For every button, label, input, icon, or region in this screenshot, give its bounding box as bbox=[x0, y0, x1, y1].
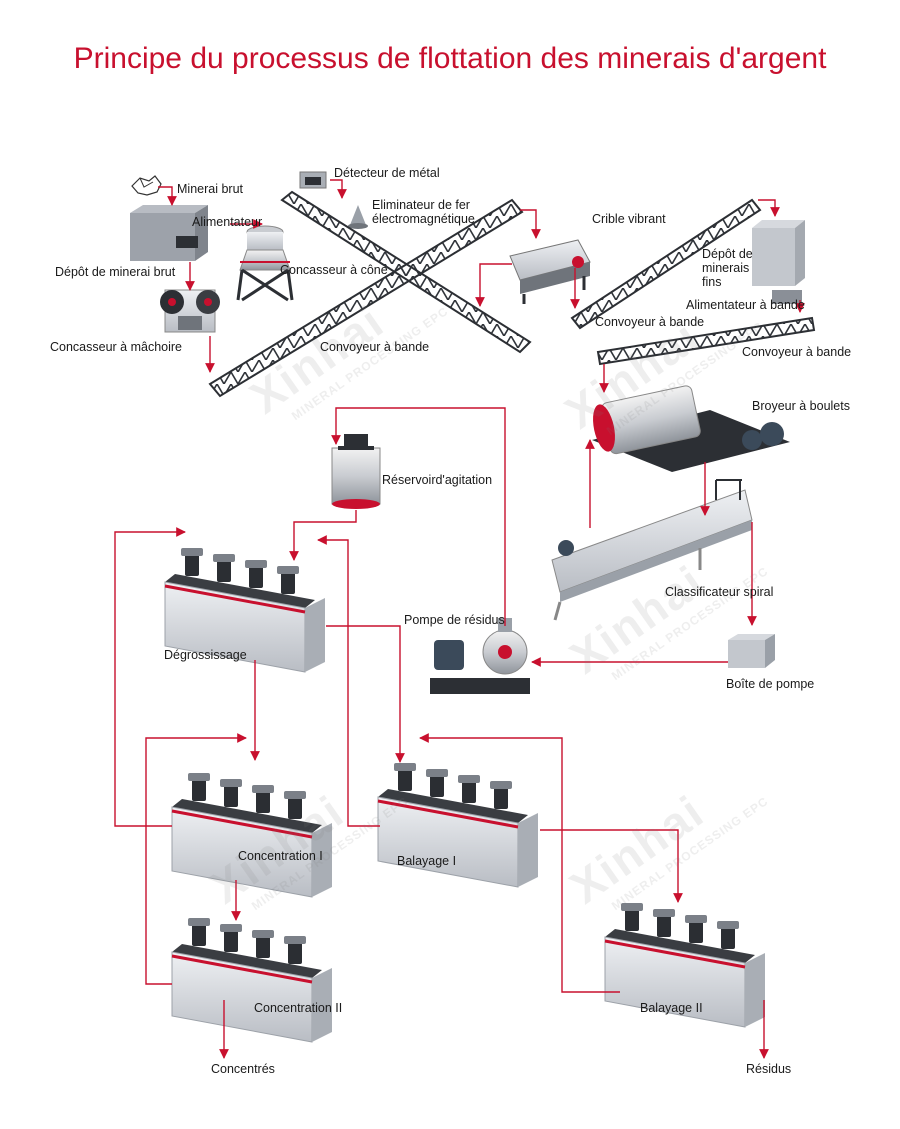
jaw-crusher-icon bbox=[160, 289, 220, 333]
label-cone-crusher: Concasseur à cône bbox=[280, 263, 388, 277]
label-raw-ore: Minerai brut bbox=[177, 182, 243, 196]
label-belt-conveyor-3: Convoyeur à bande bbox=[742, 345, 852, 359]
label-feeder: Alimentateur bbox=[192, 215, 263, 229]
label-belt-conveyor-2: Convoyeur à bande bbox=[595, 315, 705, 329]
label-metal-detector: Détecteur de métal bbox=[334, 166, 440, 180]
spiral-classifier-icon bbox=[551, 479, 753, 621]
cleaning-2-cells bbox=[170, 916, 334, 1044]
metal-detector-icon bbox=[299, 171, 327, 189]
pump-box-icon bbox=[728, 634, 775, 668]
label-scavenging-1: Balayage I bbox=[397, 854, 457, 868]
conveyor-belt-2 bbox=[570, 198, 762, 330]
vibrating-screen-icon bbox=[509, 239, 591, 304]
conveyor-belt-x bbox=[280, 190, 532, 354]
conveyor-belt-3 bbox=[596, 316, 816, 366]
ore-bin-icon bbox=[130, 205, 208, 261]
slurry-pump-icon bbox=[430, 618, 530, 694]
label-tailings: Résidus bbox=[746, 1062, 792, 1076]
label-pump-box: Boîte de pompe bbox=[726, 677, 815, 691]
label-cleaning-2: Concentration II bbox=[254, 1001, 343, 1015]
raw-ore-icon bbox=[131, 175, 162, 196]
label-jaw-crusher: Concasseur à mâchoire bbox=[50, 340, 183, 354]
fine-ore-bin-icon bbox=[752, 220, 805, 304]
label-vibrating-screen: Crible vibrant bbox=[592, 212, 666, 226]
label-concentrate: Concentrés bbox=[211, 1062, 275, 1076]
label-ball-mill: Broyeur à boulets bbox=[752, 399, 850, 413]
agitation-tank-icon bbox=[331, 434, 381, 509]
label-agitation-tank: Réservoird'agitation bbox=[382, 473, 493, 487]
label-belt-conveyor-1: Convoyeur à bande bbox=[320, 340, 430, 354]
cleaning-1-cells bbox=[170, 771, 334, 899]
label-scavenging-2: Balayage II bbox=[640, 1001, 703, 1015]
label-ore-bin: Dépôt de minerai brut bbox=[55, 265, 176, 279]
iron-remover-icon bbox=[348, 205, 368, 229]
label-iron-remover: Eliminateur de fer électromagnétique bbox=[372, 198, 475, 226]
ball-mill-icon bbox=[592, 385, 790, 472]
flow-lines bbox=[114, 179, 805, 1059]
label-fine-ore-bin: Dépôt de minerais fins bbox=[702, 247, 753, 289]
conveyor-belt-1 bbox=[208, 198, 524, 398]
label-spiral-classifier: Classificateur spiral bbox=[665, 585, 774, 599]
scavenging-1-cells bbox=[376, 761, 540, 889]
label-cleaning-1: Concentration I bbox=[238, 849, 323, 863]
cone-crusher-icon bbox=[236, 225, 294, 302]
label-slurry-pump: Pompe de résidus bbox=[404, 613, 505, 627]
label-feeder-2: Alimentateur à bande bbox=[686, 298, 805, 312]
label-roughing: Dégrossissage bbox=[164, 648, 247, 662]
diagram-title: Principe du processus de flottation des … bbox=[73, 42, 827, 75]
